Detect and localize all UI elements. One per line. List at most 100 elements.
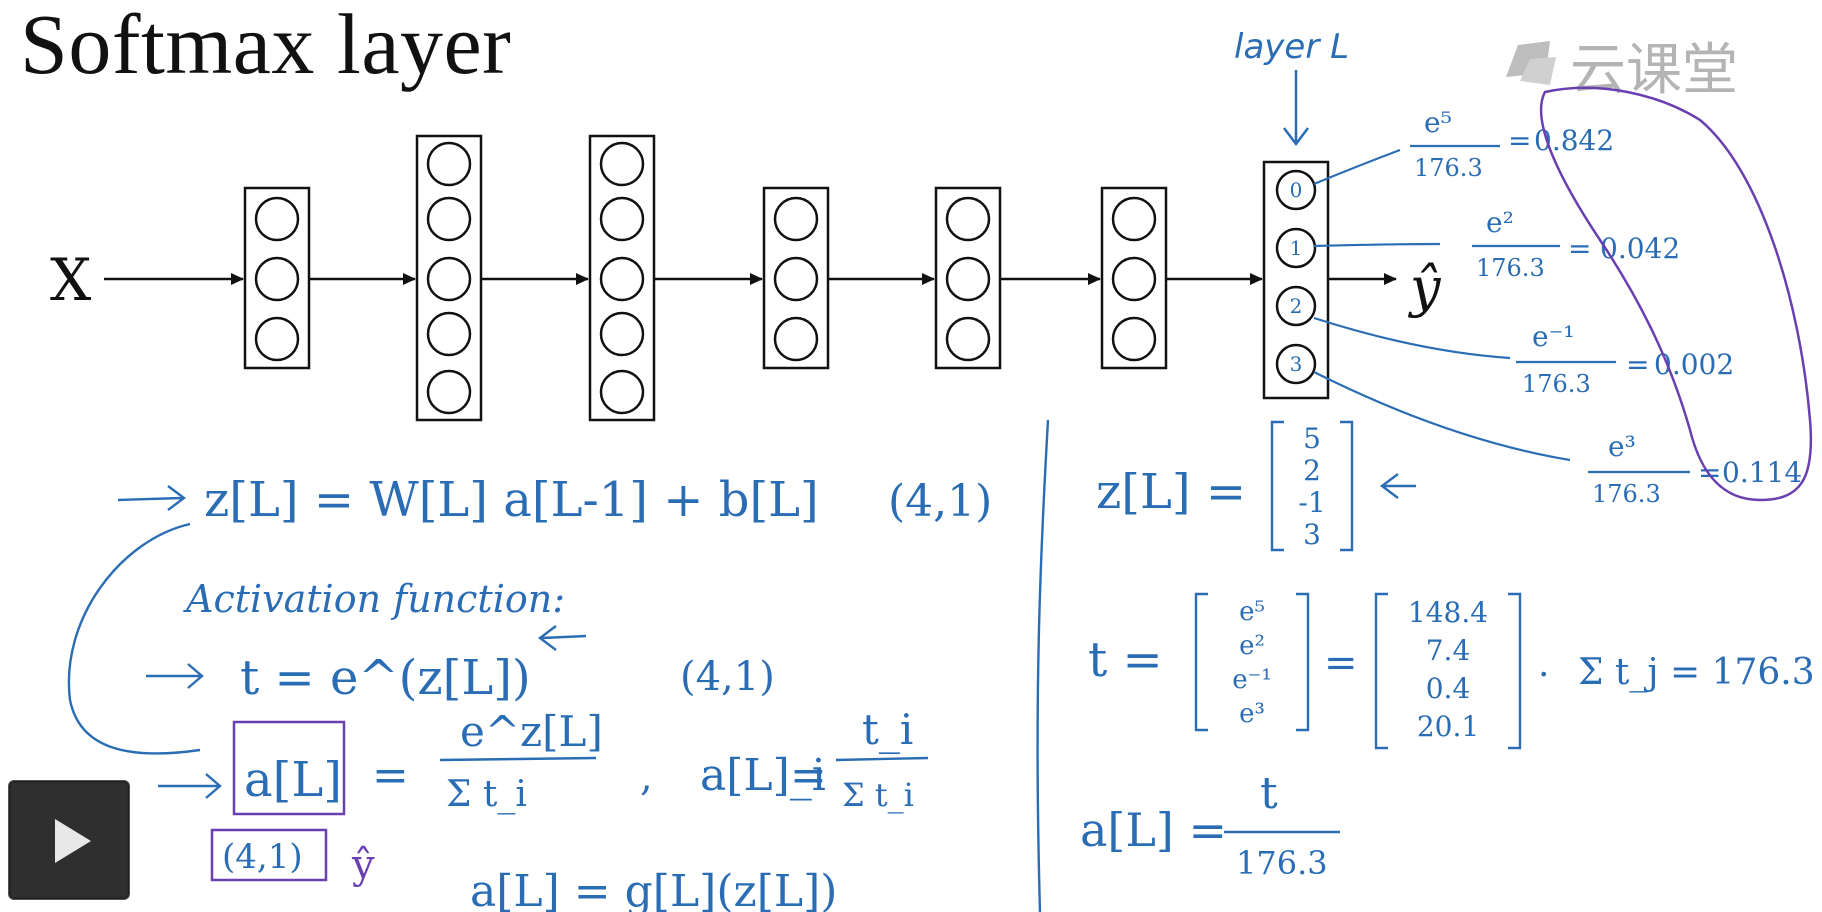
softmax-output-2-denominator: 176.3 [1522,370,1591,398]
ai-equals: = [790,750,827,801]
softmax-output-0: e⁵ 176.3 = 0.842 [1410,106,1614,182]
right-z-lhs: z[L] = [1096,464,1246,520]
a-fraction-denominator: Σ t_i [446,774,527,815]
layer-annotation: layer L [1234,27,1349,147]
z-vector-value: 3 [1303,518,1321,551]
t-vector-value: 20.1 [1417,710,1479,743]
probability-highlight-loop [1539,86,1813,502]
t-equation-back-arrow-icon [538,625,587,651]
connector-node-3 [1313,371,1571,462]
t-values-dot: . [1538,644,1549,685]
a-equals: = [372,750,409,801]
layer-l-arrow-icon [1283,70,1309,147]
output-node-1-label: 1 [1290,236,1303,260]
connector-node-0 [1313,148,1401,186]
softmax-output-2-equals: = [1626,348,1649,381]
connector-node-1 [1313,242,1441,248]
notes-divider [1036,419,1050,912]
softmax-output-3-value: 0.114 [1722,456,1802,489]
hidden-layer-2 [415,134,483,422]
ai-denominator: Σ t_i [842,776,914,814]
right-a-numerator: t [1260,768,1278,819]
softmax-output-0-numerator: e⁵ [1424,106,1452,139]
softmax-output-0-equals: = [1508,124,1531,157]
t-vector-exponent: e⁵ [1239,597,1265,627]
t-values-right-bracket [1508,592,1522,750]
t-sum-expression: Σ t_j = 176.3 [1578,652,1815,693]
output-node-0-label: 0 [1290,178,1303,202]
t-vector-exponent: e² [1239,631,1265,661]
hidden-layer-3 [588,134,656,422]
hidden-layer-1 [243,186,311,370]
softmax-output-2-numerator: e⁻¹ [1532,320,1575,353]
output-node-labels: 0 1 2 3 [1290,178,1303,376]
left-notes: z[L] = W[L] a[L-1] + b[L] (4,1) Activati… [67,472,992,912]
z-shape: (4,1) [888,476,992,527]
t-vector-equals: = [1324,640,1358,686]
softmax-output-1-numerator: e² [1486,206,1514,239]
play-icon [55,819,91,863]
a-fraction-numerator: e^z[L] [460,707,603,756]
slide-title: Softmax layer [20,0,512,92]
network-diagram: X [50,134,1442,422]
z-vector-value: -1 [1298,486,1325,519]
a-l-highlight-box [232,720,346,816]
a-separator-comma: , [640,754,653,800]
t-vector-value: 148.4 [1408,596,1488,629]
right-t-lhs: t = [1088,632,1163,688]
input-label: X [50,246,92,314]
watermark-text: 云课堂 [1570,37,1738,103]
softmax-output-0-denominator: 176.3 [1414,154,1483,182]
output-yhat-label: ŷ [1408,256,1442,319]
hidden-layer-5 [934,186,1002,370]
softmax-output-2: e⁻¹ 176.3 = 0.002 [1516,320,1734,398]
z-vector-values: 5 2 -1 3 [1298,422,1325,551]
t-vector-right-bracket [1296,592,1310,732]
z-vector-pointer-arrow-icon [1380,473,1416,499]
hidden-layer-6 [1100,186,1168,370]
output-connectors [1313,148,1571,462]
t-values-left-bracket [1374,592,1388,750]
a-yhat-annotation: ŷ [351,842,375,888]
t-vector-exponents: e⁵ e² e⁻¹ e³ [1232,597,1272,729]
t-vector-values: 148.4 7.4 0.4 20.1 [1408,596,1488,743]
g-equation: a[L] = g[L](z[L]) [470,866,837,912]
t-equation-arrow-icon [146,663,204,689]
activation-heading: Activation function: [183,577,565,621]
t-vector-exponent: e³ [1239,699,1265,729]
output-node-2-label: 2 [1290,294,1303,318]
output-node-3-label: 3 [1290,352,1303,376]
curved-arrow-to-a [67,522,201,755]
play-button[interactable] [8,780,130,900]
softmax-output-1-denominator: 176.3 [1476,254,1545,282]
softmax-output-1: e² 176.3 = 0.042 [1472,206,1680,282]
t-equation: t = e^(z[L]) [240,650,531,706]
right-a-denominator: 176.3 [1236,844,1328,882]
right-a-lhs: a[L] = [1080,803,1227,857]
ai-numerator: t_i [862,705,913,754]
softmax-output-1-equals: = [1568,232,1591,265]
cloud-logo-icon [1506,41,1556,85]
softmax-output-3-denominator: 176.3 [1592,480,1661,508]
t-vector-exponent: e⁻¹ [1232,665,1272,695]
a-equation-arrow-icon [158,773,222,799]
a-lhs: a[L] [244,752,342,808]
output-layer [1262,160,1330,400]
z-vector-left-bracket [1270,420,1284,552]
right-notes: z[L] = 5 2 -1 3 t = e⁵ e² e⁻¹ e³ = [1080,420,1815,882]
layer-l-label: layer L [1234,27,1349,67]
z-equation-arrow-icon [117,485,186,511]
t-vector-value: 0.4 [1426,672,1471,705]
hidden-layer-4 [762,186,830,370]
a-shape: (4,1) [222,837,303,877]
z-equation: z[L] = W[L] a[L-1] + b[L] [204,472,819,528]
t-vector-value: 7.4 [1426,634,1471,667]
connector-node-2 [1313,316,1511,360]
softmax-output-3-numerator: e³ [1608,430,1636,463]
softmax-output-list: e⁵ 176.3 = 0.842 e² 176.3 = 0.042 e⁻¹ 17… [1410,106,1802,508]
ai-lhs: a[L]_i [700,750,826,801]
z-vector-value: 5 [1303,422,1321,455]
t-vector-left-bracket [1194,592,1208,732]
